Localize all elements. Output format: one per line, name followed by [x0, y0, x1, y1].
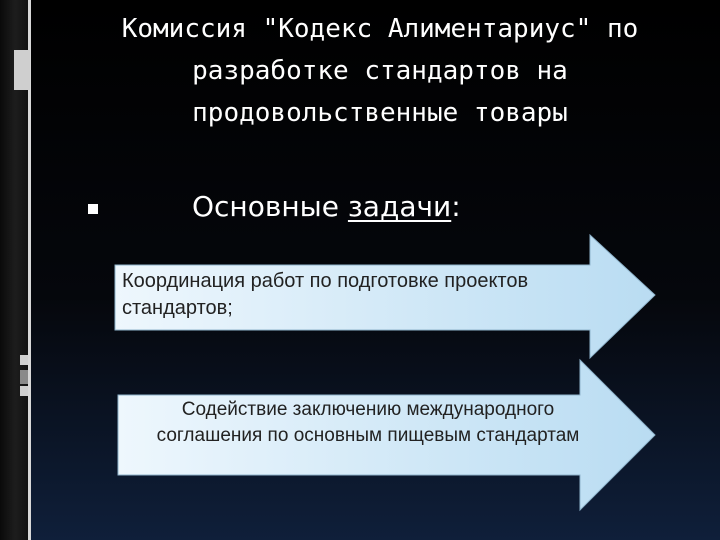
decorative-block	[20, 370, 28, 384]
left-decorative-stripe	[0, 0, 30, 540]
arrow-shape	[114, 233, 656, 360]
task-arrow-2	[117, 358, 656, 512]
subtitle-prefix: Основные	[192, 190, 348, 223]
decorative-block	[20, 386, 28, 396]
task-2-text: Содействие заключению международного сог…	[156, 399, 580, 446]
subtitle-underlined-word: задачи	[347, 190, 452, 223]
decorative-block	[14, 50, 30, 90]
slide-title: Комиссия "Кодекс Алиментариус" по разраб…	[121, 14, 639, 128]
bullet-icon	[88, 204, 98, 214]
arrow-shape	[117, 358, 656, 512]
slide-subtitle: Основные задачи:	[192, 190, 461, 223]
decorative-block	[20, 355, 28, 365]
task-1-text: Координация работ по подготовке проектов…	[122, 270, 529, 319]
task-arrow-1	[114, 233, 656, 360]
subtitle-suffix: :	[451, 190, 461, 223]
left-divider-line	[28, 0, 31, 540]
